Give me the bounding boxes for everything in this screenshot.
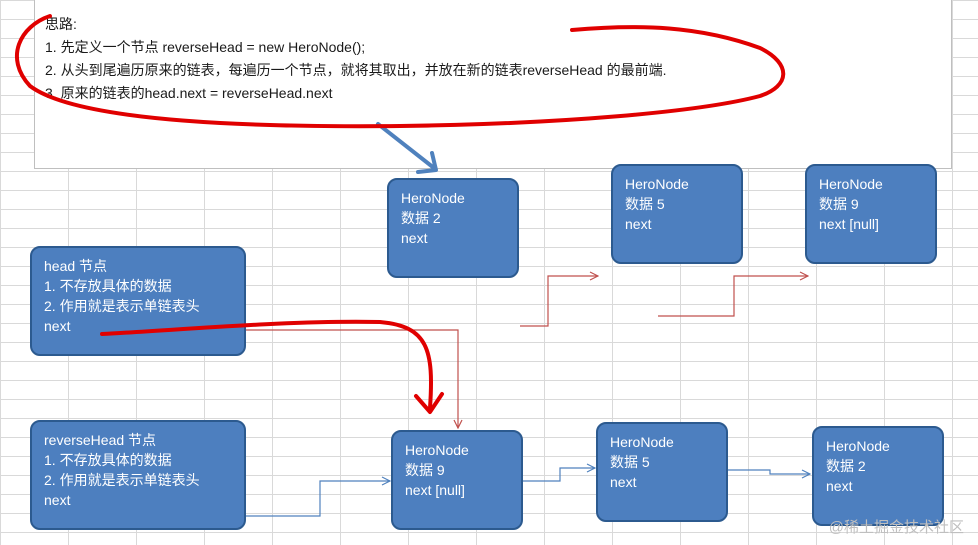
- node-next: next: [826, 478, 853, 494]
- node-name: HeroNode: [819, 176, 883, 192]
- head-node-title: head 节点: [44, 258, 108, 274]
- reverse-head-node: reverseHead 节点 1. 不存放具体的数据 2. 作用就是表示单链表头…: [30, 420, 246, 530]
- link-reverse-head-to-node9: [246, 481, 390, 517]
- watermark: @稀土掘金技术社区: [828, 519, 964, 536]
- node-name: HeroNode: [826, 438, 890, 454]
- node-next: next: [401, 230, 428, 246]
- instructions-panel: 思路: 1. 先定义一个节点 reverseHead = new HeroNod…: [34, 0, 952, 169]
- top-node-data-9: HeroNode 数据 9 next [null]: [805, 164, 937, 264]
- node-name: HeroNode: [401, 190, 465, 206]
- note-step-1: 1. 先定义一个节点 reverseHead = new HeroNode();: [45, 39, 366, 55]
- head-node-line1: 1. 不存放具体的数据: [44, 278, 172, 294]
- note-step-2: 2. 从头到尾遍历原来的链表，每遍历一个节点，就将其取出，并放在新的链表reve…: [45, 62, 667, 78]
- head-node-next: next: [44, 318, 71, 334]
- node-name: HeroNode: [610, 434, 674, 450]
- bottom-node-data-5: HeroNode 数据 5 next: [596, 422, 728, 522]
- head-node: head 节点 1. 不存放具体的数据 2. 作用就是表示单链表头 next: [30, 246, 246, 356]
- hand-drawn-arrow: [100, 319, 434, 410]
- link-node9-to-node5: [523, 468, 595, 482]
- node-data: 数据 5: [625, 196, 665, 212]
- node-next: next: [610, 474, 637, 490]
- top-node-data-2: HeroNode 数据 2 next: [387, 178, 519, 278]
- top-node-data-5: HeroNode 数据 5 next: [611, 164, 743, 264]
- bottom-node-data-9: HeroNode 数据 9 next [null]: [391, 430, 523, 530]
- node-data: 数据 9: [819, 196, 859, 212]
- node-data: 数据 5: [610, 454, 650, 470]
- link-node5-to-node9: [658, 276, 808, 317]
- node-data: 数据 9: [405, 462, 445, 478]
- hand-drawn-circle: [14, 14, 786, 129]
- hand-drawn-arrowhead: [414, 392, 444, 414]
- note-title: 思路:: [45, 16, 77, 32]
- node-next: next [null]: [819, 216, 879, 232]
- note-step-3: 3. 原来的链表的head.next = reverseHead.next: [45, 85, 333, 101]
- node-data: 数据 2: [401, 210, 441, 226]
- reverse-head-line2: 2. 作用就是表示单链表头: [44, 472, 200, 488]
- node-name: HeroNode: [405, 442, 469, 458]
- reverse-head-next: next: [44, 492, 71, 508]
- node-next: next [null]: [405, 482, 465, 498]
- node-next: next: [625, 216, 652, 232]
- reverse-head-title: reverseHead 节点: [44, 432, 157, 448]
- head-node-line2: 2. 作用就是表示单链表头: [44, 298, 200, 314]
- node-data: 数据 2: [826, 458, 866, 474]
- link-node5-to-node2: [728, 469, 810, 474]
- pointer-arrow: [376, 122, 438, 174]
- link-head-to-bottom-node9: [246, 329, 458, 428]
- link-node2-to-node5: [520, 276, 598, 327]
- node-name: HeroNode: [625, 176, 689, 192]
- reverse-head-line1: 1. 不存放具体的数据: [44, 452, 172, 468]
- bottom-node-data-2: HeroNode 数据 2 next: [812, 426, 944, 526]
